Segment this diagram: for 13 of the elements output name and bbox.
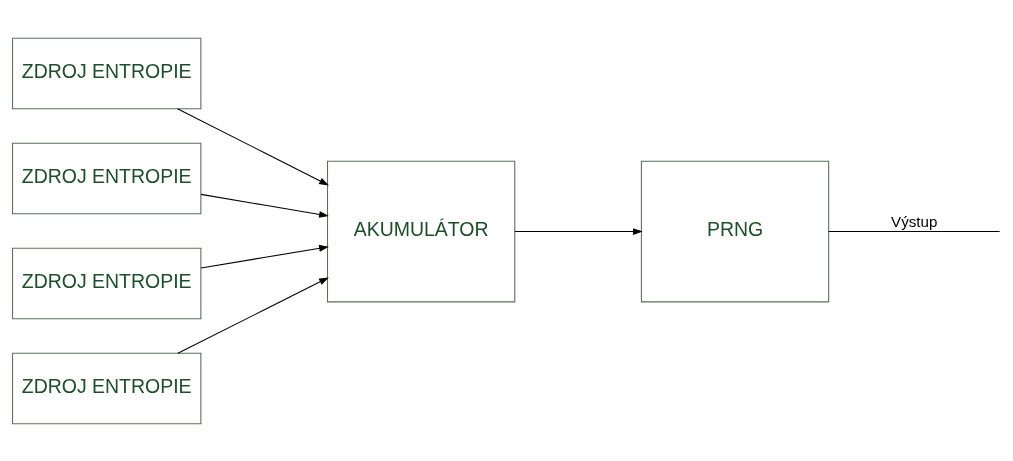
arrow	[177, 276, 329, 354]
edge-label: Výstup	[891, 212, 938, 230]
connector	[828, 230, 1001, 232]
arrow	[176, 107, 329, 185]
node-box: ZDROJ ENTROPIE	[12, 37, 202, 109]
node-box: ZDROJ ENTROPIE	[12, 142, 202, 214]
node-box: ZDROJ ENTROPIE	[12, 247, 202, 319]
arrow	[200, 193, 329, 218]
node-box: AKUMULÁTOR	[326, 160, 516, 302]
node-box: PRNG	[640, 160, 830, 302]
arrow	[514, 227, 643, 235]
arrow	[200, 244, 329, 269]
node-box: ZDROJ ENTROPIE	[12, 352, 202, 424]
